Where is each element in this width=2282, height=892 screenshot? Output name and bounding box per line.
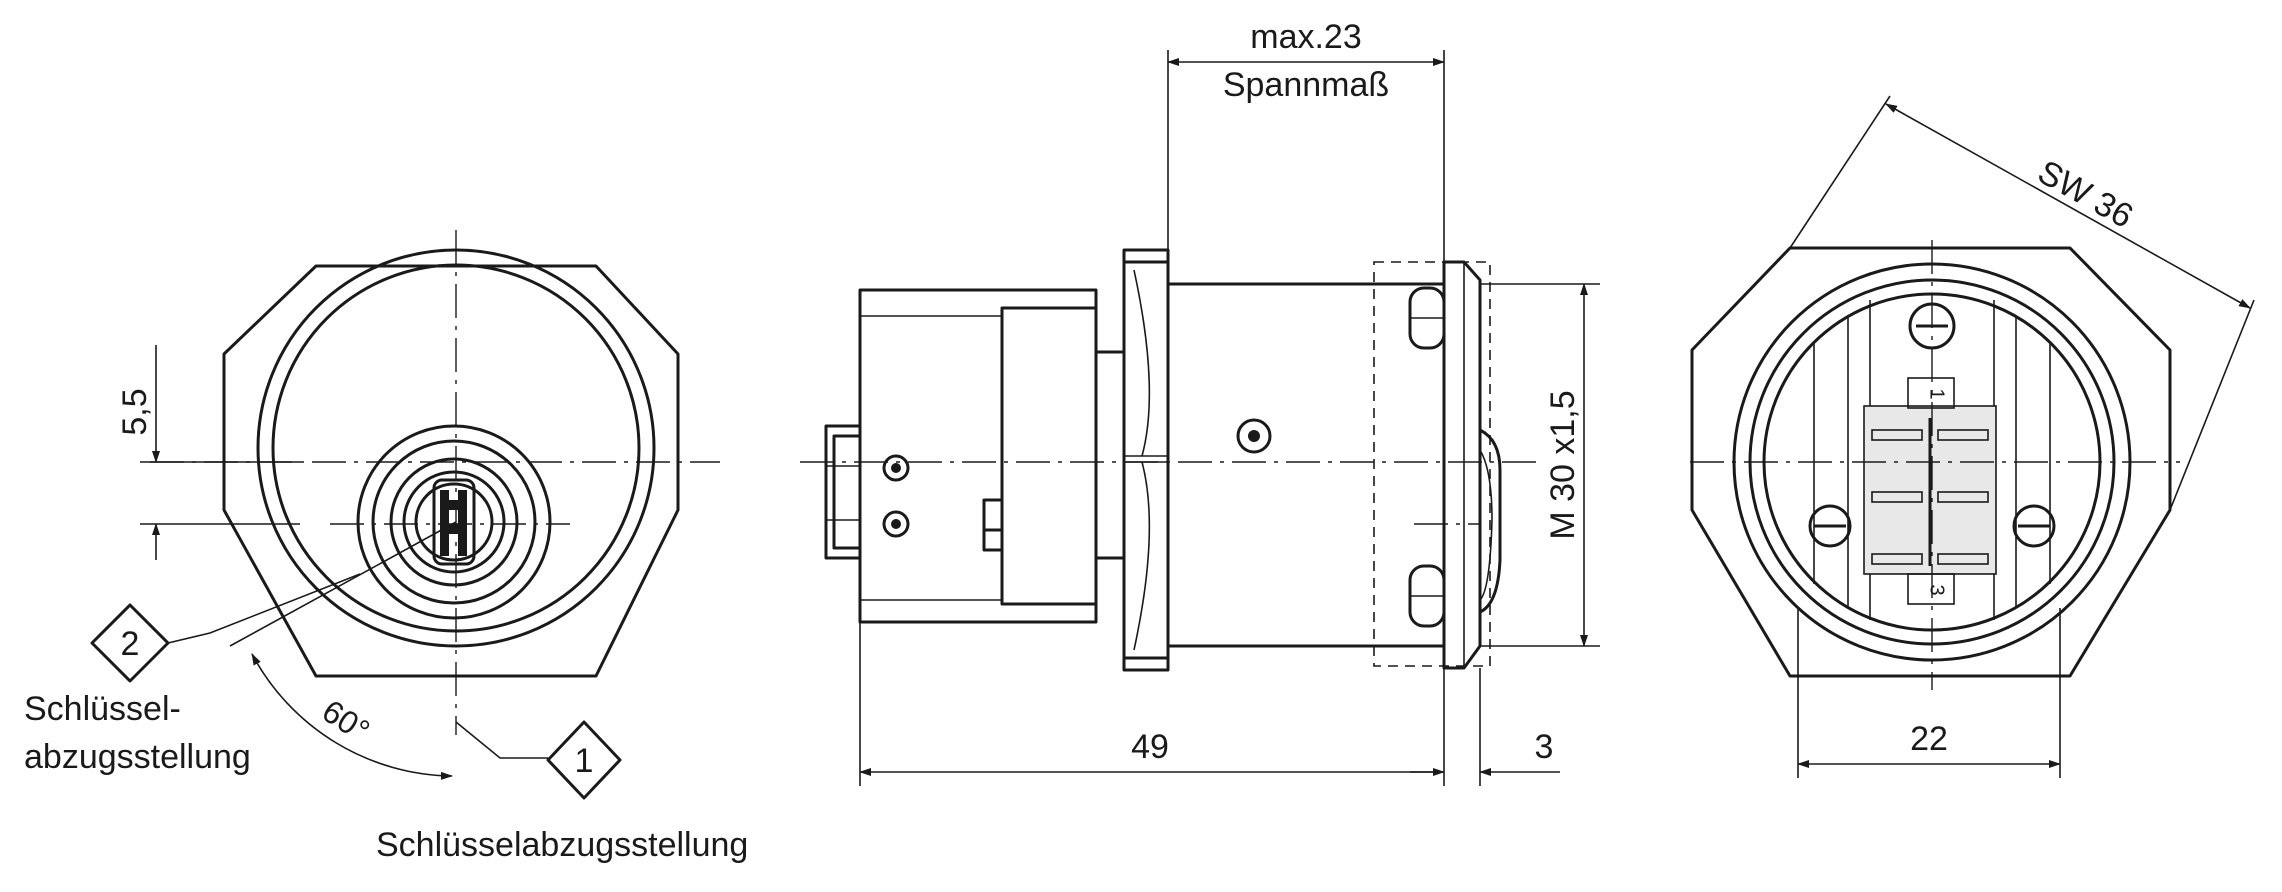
nut [1122,248,1170,672]
rear-view: 1 3 SW 36 22 [1690,95,2255,778]
label-2-line2: abzugsstellung [24,738,251,776]
marker-2-label: 2 [121,625,140,663]
terminal-bottom-label: 3 [1926,584,1948,595]
dim-terminal-width: 22 [1910,720,1948,758]
dim-angle: 60° [316,693,376,750]
lock-cylinder [356,424,552,620]
marker-1-diamond [546,720,622,800]
front-flange [1442,260,1482,670]
front-view: 5,5 2 Schlüssel- abzugsstellung 60° 1 Sc… [24,230,748,864]
hex-outline [222,264,680,678]
dim-wrench-size: SW 36 [2031,153,2139,236]
dim-overall-length: 49 [1131,728,1169,766]
dim-front-length: 3 [1535,728,1554,766]
label-1: Schlüsselabzugsstellung [376,826,748,864]
dim-thread: M 30 x1,5 [1544,390,1582,539]
threaded-body [1166,282,1446,648]
dim-clamp-label: Spannmaß [1223,66,1389,104]
dim-height-offset: 5,5 [116,388,154,435]
side-view: max.23 Spannmaß M 30 x1,5 49 3 [800,18,1600,786]
marker-1-label: 1 [575,742,594,780]
marker-2-diamond [90,603,170,683]
dim-clamp-max: max.23 [1250,18,1362,56]
terminal-top-label: 1 [1926,388,1948,399]
label-2-line1: Schlüssel- [24,690,181,728]
